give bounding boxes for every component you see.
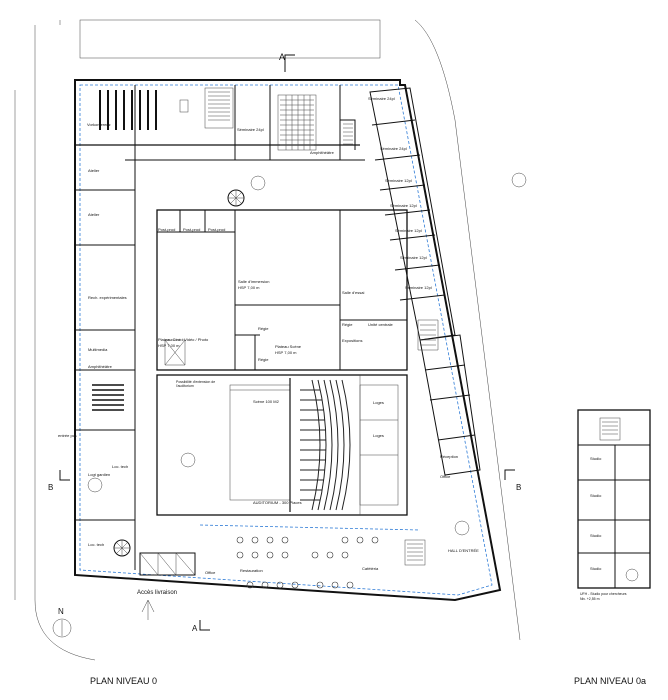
section-arrow-b-left (59, 470, 70, 481)
room-seminaire-top: Séminaire 24pl (237, 127, 264, 132)
room-multimedia: Multimedia (88, 347, 108, 352)
room-seminaire-right-1: Séminaire 24pl (368, 96, 395, 101)
plateau-camera-box (164, 339, 186, 366)
section-label-b-right: B (516, 483, 522, 492)
room-cafeteria: Cafétéria (362, 566, 379, 571)
room-post-prod-3: Post-prod (208, 227, 226, 232)
entree-pcs-label: entrée pcs (58, 433, 77, 438)
section-arrow-b-right (504, 469, 515, 480)
room-seminaire-right-2: Séminaire 24pl (380, 146, 407, 151)
studio-note-2: Niv. +2,55 m (580, 597, 600, 601)
central-studio-block (156, 209, 408, 371)
room-salle-essai: Salle d'essai (342, 290, 365, 295)
room-loge-2: Loges (373, 433, 384, 438)
room-loc-tech-2: Loc. tech (88, 542, 105, 547)
site-boundary-left (34, 20, 96, 661)
amphitheatre-seating-left (92, 384, 124, 411)
room-restauration: Restauration (240, 568, 263, 573)
studio-2: Studio (590, 493, 602, 498)
room-office-b: Office (205, 570, 216, 575)
room-office-a: Office (440, 474, 451, 479)
section-label-b-left: B (48, 483, 54, 492)
site-boundary-right (414, 19, 521, 641)
section-arrow-a-bottom (199, 620, 210, 631)
room-plateau-scene: Plateau Scène (275, 344, 302, 349)
room-post-prod-2: Post-prod (183, 227, 201, 232)
room-seminaire-12-e: Séminaire 12pl (405, 285, 432, 290)
vorkonferenz-seating (99, 90, 157, 130)
auditorium-label: AUDITORIUM - 300 Places (253, 500, 302, 505)
room-unite-centrale: Unité centrale (368, 322, 393, 327)
studio-note-1: UFH - Studio pour chercheurs (580, 592, 627, 596)
section-label-a-bottom: A (192, 624, 198, 633)
room-seminaire-12-d: Séminaire 12pl (400, 255, 427, 260)
room-atelier-1: Atelier (88, 168, 100, 173)
room-loge-1: Loges (373, 400, 384, 405)
room-reception: Réception (440, 454, 459, 459)
north-label: N (58, 607, 64, 616)
studio-1: Studio (590, 456, 602, 461)
section-label-a-top: A (279, 52, 286, 62)
studio-4: Studio (590, 566, 602, 571)
acces-livraison-label: Accès livraison (137, 590, 178, 596)
facade-line (79, 84, 493, 596)
room-expositions: Expositions (342, 338, 363, 343)
right-seminar-wing (369, 87, 481, 476)
neighbour-block (79, 19, 381, 59)
auditorium-seating (300, 379, 351, 511)
delivery-bays (139, 552, 196, 576)
restaurant-tables (236, 536, 379, 589)
studio-plan-outline (577, 409, 651, 589)
room-hall-entree: HALL D'ENTRÉE (448, 548, 479, 553)
room-seminaire-12-a: Séminaire 12pl (385, 178, 412, 183)
building-outline (74, 79, 502, 602)
auditorium-block (156, 374, 408, 516)
studio-3: Studio (590, 533, 602, 538)
room-rech-exp: Rech. expérimentales (88, 295, 127, 300)
room-regie-2: Régie (342, 322, 353, 327)
room-post-prod-1: Post-prod (158, 227, 176, 232)
room-plateau-cine-h: HSP 7,00 m (158, 343, 180, 348)
room-seminaire-12-b: Séminaire 12pl (390, 203, 417, 208)
room-atelier-2: Atelier (88, 212, 100, 217)
hall-stair (404, 539, 426, 566)
room-regie-1: Régie (258, 326, 269, 331)
room-seminaire-12-c: Séminaire 12pl (395, 228, 422, 233)
amphitheatre-seating-top (277, 94, 317, 151)
plan-title-main: PLAN NIVEAU 0 (90, 676, 158, 686)
north-arrow-icon (52, 618, 72, 638)
auditorium-note: Possibilité d'extension de l'auditorium (176, 380, 216, 388)
room-salle-immersion-h: HSP 7,00 m (238, 285, 260, 290)
room-plateau-scene-h: HSP 7,00 m (275, 350, 297, 355)
room-plateau-cine: Plateau Ciné / Vidéo / Photo (158, 337, 209, 342)
stage-label: Scène 100 M2 (253, 399, 279, 404)
room-amphitheatre-top: Amphithéâtre (310, 150, 334, 155)
room-amphitheatre-left: Amphithéâtre (88, 364, 112, 369)
room-regie-3: Régie (258, 357, 269, 362)
room-loge-gardien: Logt gardien (88, 472, 111, 477)
plan-title-secondary: PLAN NIVEAU 0a (574, 676, 647, 686)
hsp-marker (250, 175, 266, 191)
room-vorkonferenz: Vorkonferenz (87, 122, 111, 127)
stair-top (204, 87, 234, 129)
room-loc-tech-1: Loc. tech (112, 464, 129, 469)
room-salle-immersion: Salle d'immersion (238, 279, 270, 284)
section-arrow-a-top (284, 54, 295, 72)
